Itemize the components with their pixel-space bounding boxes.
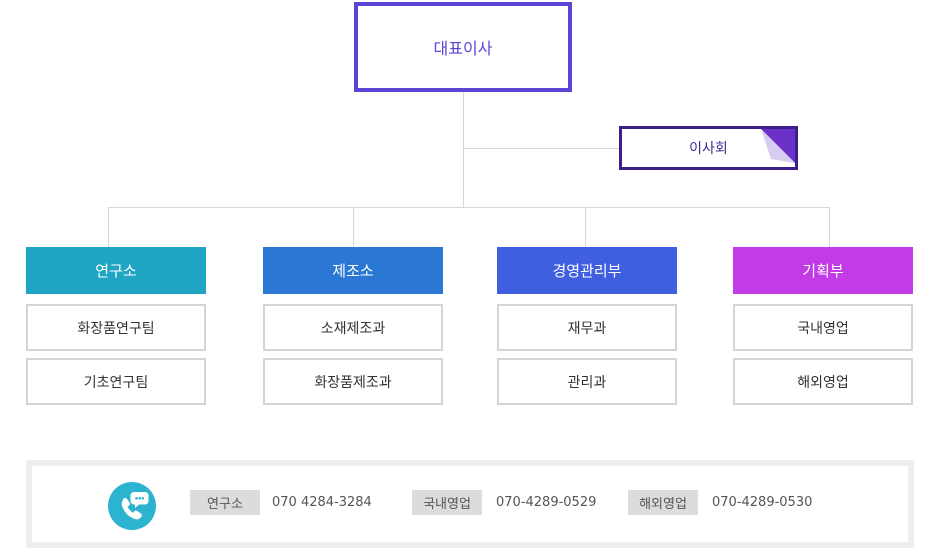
team-label: 소재제조과 [320,320,386,337]
dept-label: 제조소 [332,262,374,280]
team-box: 해외영업 [733,358,913,405]
ceo-label: 대표이사 [433,39,493,58]
dept-head-manufacturing: 제조소 [263,247,443,294]
team-label: 재무과 [567,320,607,337]
connector-dept-3 [585,207,586,247]
team-label: 해외영업 [797,374,849,391]
contact-label-overseas-sales: 해외영업 [628,490,698,515]
connector-dept-horizontal [108,207,830,208]
contact-number-research: 070 4284-3284 [272,495,372,510]
team-box: 국내영업 [733,304,913,351]
corner-fold-icon [761,129,795,163]
connector-dept-1 [108,207,109,247]
connector-dept-2 [353,207,354,247]
contact-number-domestic-sales: 070-4289-0529 [496,495,597,510]
connector-ceo-trunk [463,92,464,207]
team-box: 기초연구팀 [26,358,206,405]
team-label: 화장품연구팀 [77,320,155,337]
contact-label-domestic-sales: 국내영업 [412,490,482,515]
contact-label-research: 연구소 [190,490,260,515]
dept-head-research: 연구소 [26,247,206,294]
connector-dept-4 [829,207,830,247]
contact-label-text: 국내영업 [423,497,471,512]
contact-bar: 연구소 070 4284-3284 국내영업 070-4289-0529 해외영… [26,460,914,548]
team-label: 관리과 [567,374,607,391]
contact-label-text: 해외영업 [639,497,687,512]
contact-number-overseas-sales: 070-4289-0530 [712,495,813,510]
dept-label: 경영관리부 [552,262,622,280]
dept-head-planning: 기획부 [733,247,913,294]
team-box: 화장품연구팀 [26,304,206,351]
contact-label-text: 연구소 [207,497,243,512]
phone-chat-icon [108,482,156,530]
board-label: 이사회 [689,141,728,157]
team-box: 화장품제조과 [263,358,443,405]
ceo-box: 대표이사 [354,2,572,92]
dept-label: 연구소 [95,262,137,280]
team-box: 관리과 [497,358,677,405]
team-label: 화장품제조과 [314,374,392,391]
board-box: 이사회 [619,126,798,170]
team-box: 소재제조과 [263,304,443,351]
team-label: 기초연구팀 [83,374,149,391]
dept-label: 기획부 [802,262,844,280]
connector-board-branch [463,148,620,149]
team-label: 국내영업 [797,320,849,337]
dept-head-management: 경영관리부 [497,247,677,294]
team-box: 재무과 [497,304,677,351]
